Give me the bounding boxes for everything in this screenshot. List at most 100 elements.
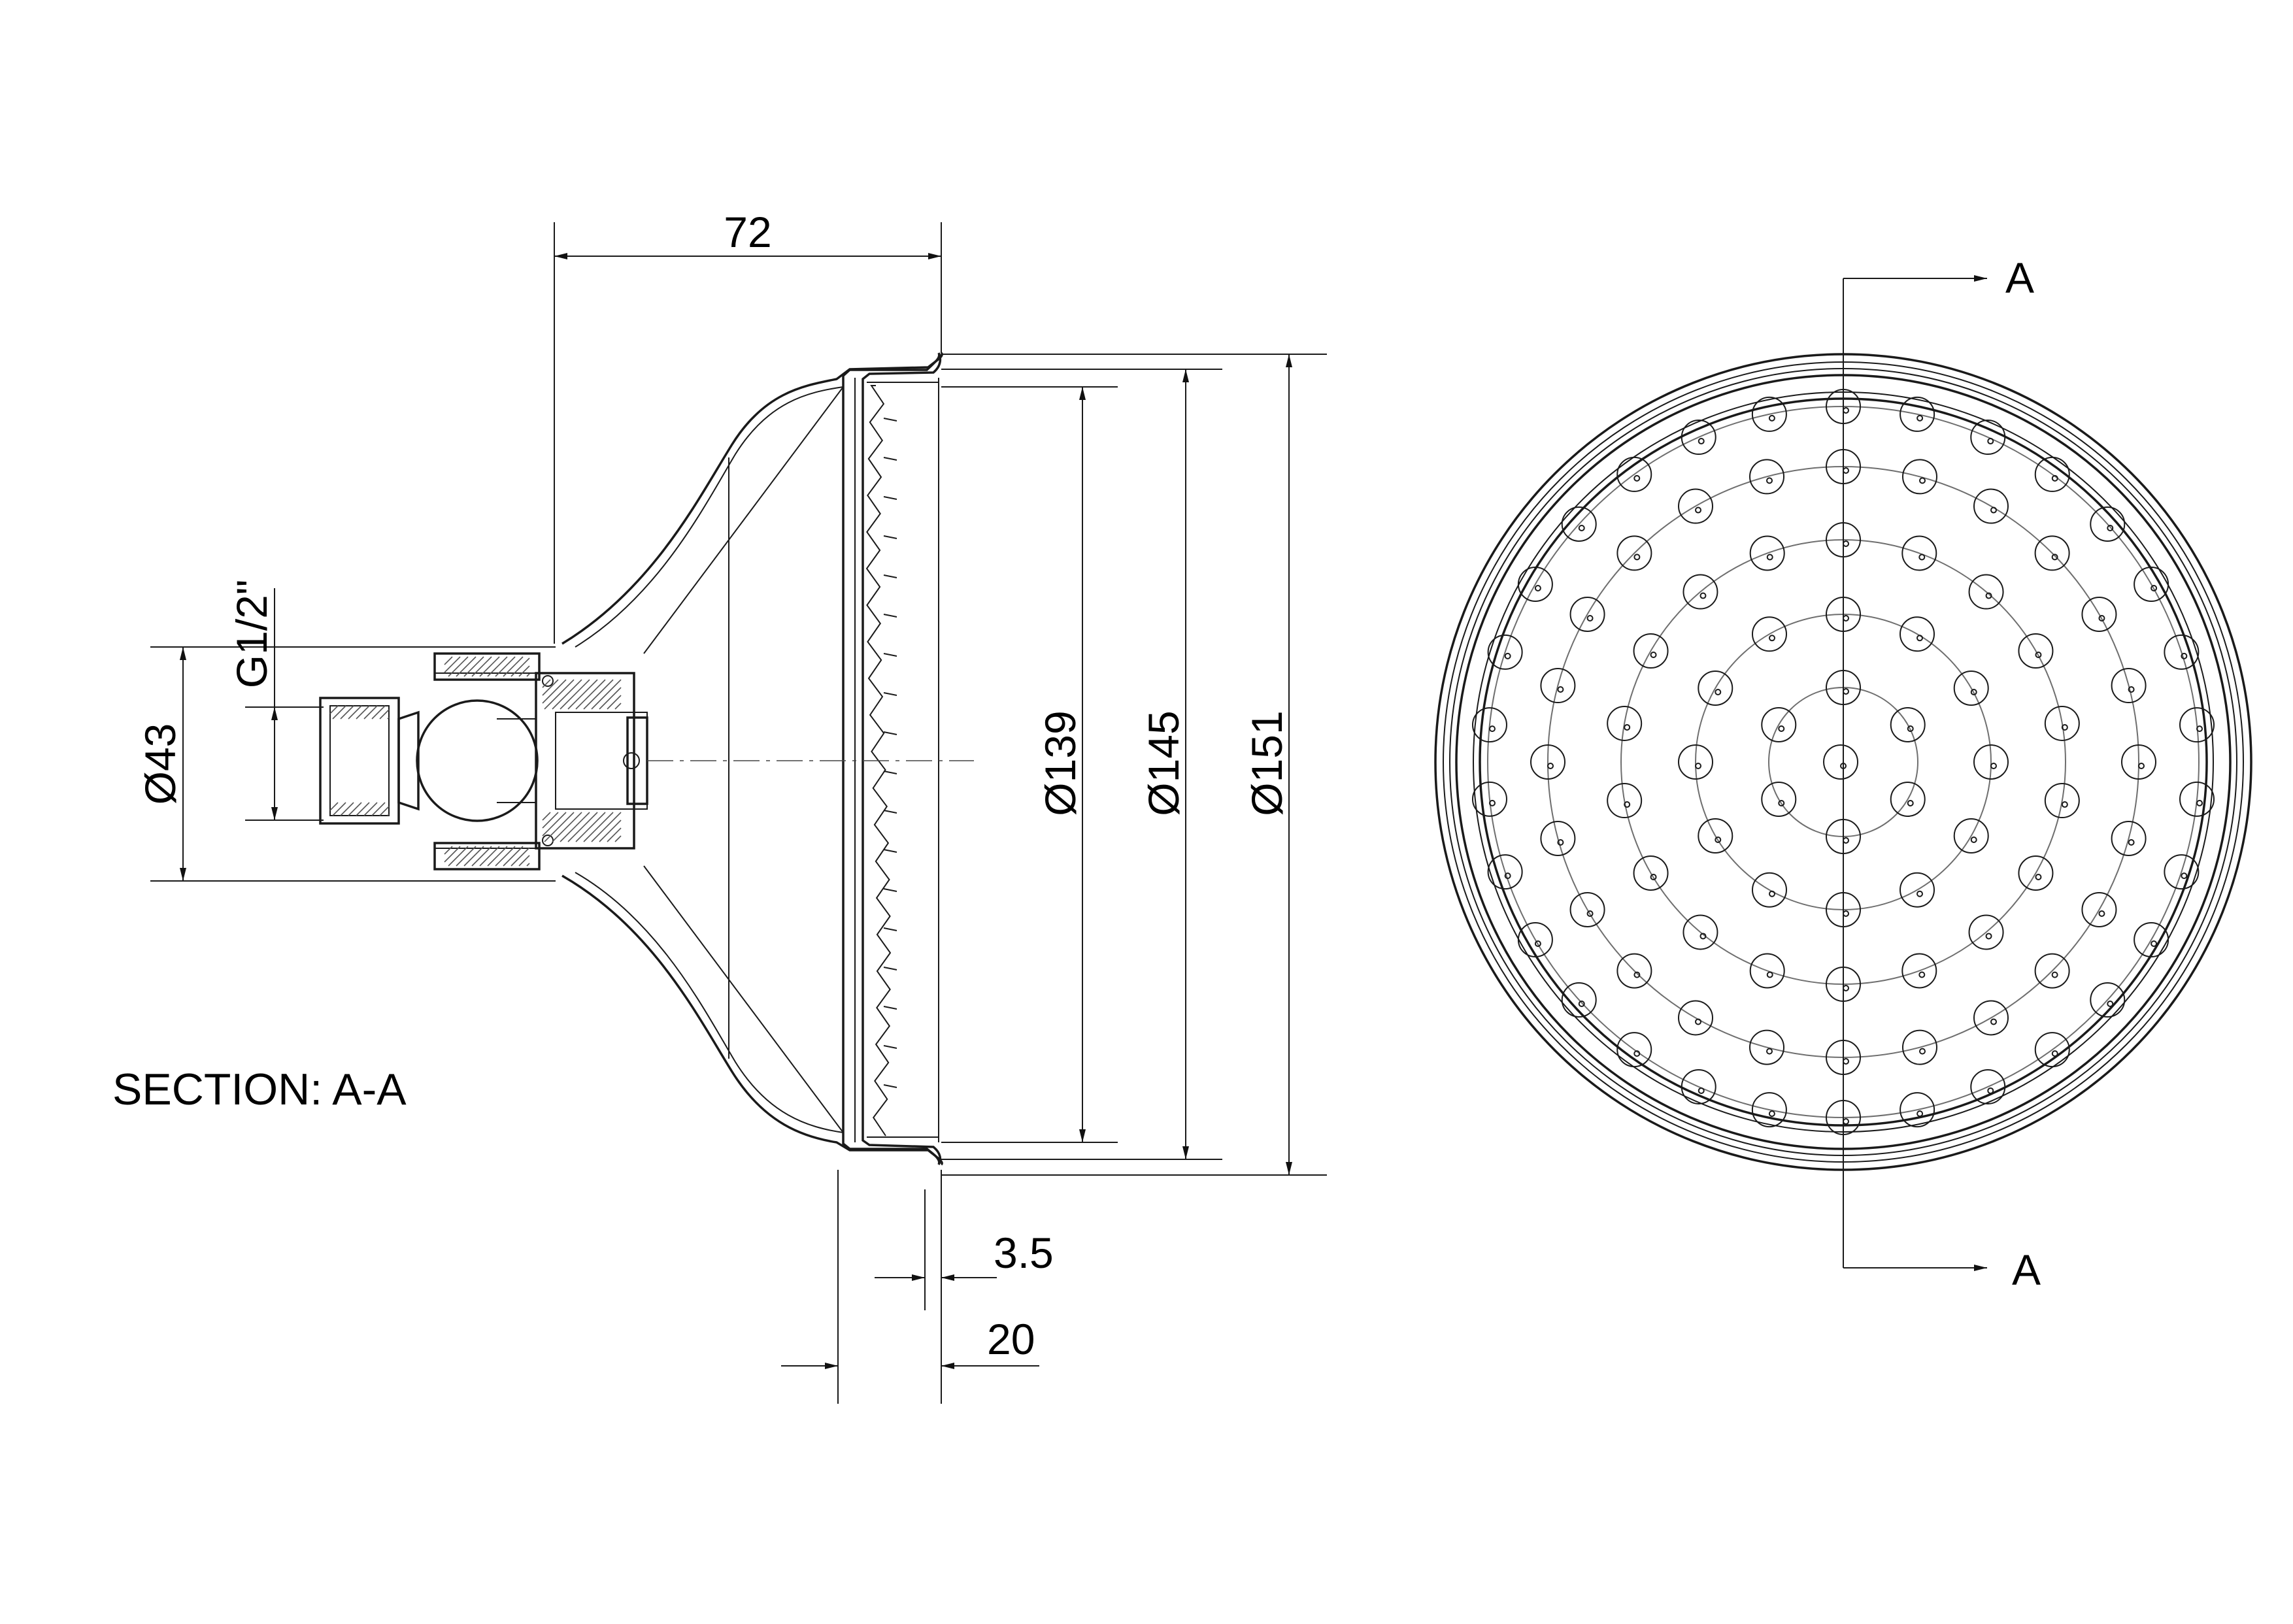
- nozzle-hole: [1557, 686, 1564, 693]
- nozzle-hole: [2035, 874, 2042, 880]
- nozzle-tick: [883, 1084, 897, 1088]
- nozzle: [1900, 396, 1935, 432]
- nozzle-hole: [1578, 1001, 1585, 1008]
- nozzle-outline: [2044, 783, 2080, 819]
- nozzle: [2164, 854, 2200, 890]
- nozzle-hole: [1990, 763, 1997, 769]
- hatch-line: [487, 846, 508, 867]
- nozzle-hole: [1843, 1118, 1849, 1125]
- section-view: 72 Ø43 G1/2" Ø139 Ø145 Ø151 3.5: [112, 208, 1327, 1404]
- nozzle: [1890, 782, 1926, 817]
- nozzle: [1823, 744, 1858, 780]
- face-view: A A: [1434, 254, 2252, 1294]
- nozzle-outline: [2111, 668, 2147, 704]
- nozzle: [1900, 872, 1935, 908]
- nozzle-hole: [1624, 801, 1631, 808]
- nozzle-hole: [2196, 799, 2203, 806]
- hatch-line: [614, 835, 622, 842]
- nozzle-hole: [2098, 615, 2105, 621]
- nozzle-hole: [1699, 592, 1707, 599]
- hatch-line: [463, 846, 484, 867]
- nozzle-hole: [1907, 725, 1914, 732]
- nozzle-tick: [883, 1006, 897, 1010]
- hatch-line: [363, 705, 378, 720]
- nozzle-hole: [1843, 688, 1849, 695]
- nozzle: [2179, 707, 2215, 743]
- hatch-line: [444, 656, 453, 665]
- nozzle-hole: [2151, 940, 2158, 947]
- hatch-line: [329, 802, 339, 811]
- nozzle-outline: [1633, 855, 1669, 891]
- hatch-line: [544, 812, 575, 842]
- hatch-line: [487, 656, 508, 677]
- nozzle-hole: [2061, 723, 2068, 731]
- nozzle-tick: [883, 653, 897, 657]
- nozzle: [1752, 616, 1787, 652]
- nozzle-hole: [1547, 763, 1554, 769]
- nozzle: [1561, 982, 1597, 1018]
- nozzle-outline: [1968, 574, 2004, 610]
- section-title: SECTION: A-A: [112, 1065, 407, 1114]
- nozzle: [2034, 953, 2070, 989]
- nozzle: [1678, 1000, 1713, 1036]
- nozzle-outline: [1901, 953, 1937, 989]
- nozzle-outline: [1749, 459, 1785, 495]
- nozzle: [1682, 914, 1718, 950]
- nozzle-hole: [2128, 686, 2135, 693]
- nozzle-hole: [1578, 524, 1585, 531]
- nozzle: [1487, 634, 1523, 670]
- hatch-line: [479, 846, 500, 867]
- section-hatching: [329, 656, 622, 867]
- hatch-line: [363, 802, 378, 816]
- nozzle: [1471, 781, 1507, 817]
- pin-hole: [623, 752, 640, 769]
- nozzle-hole: [1504, 872, 1511, 880]
- nozzle-outline: [1471, 781, 1507, 817]
- nozzle-outline: [1970, 420, 2006, 456]
- hatch-line: [542, 679, 551, 688]
- nozzle-outline: [1681, 420, 1716, 456]
- nozzle-outline: [1561, 982, 1597, 1018]
- nozzle-outline: [1540, 820, 1576, 856]
- nozzle-outline: [1890, 782, 1926, 817]
- hatch-line: [379, 709, 390, 720]
- nozzle-tick: [883, 771, 897, 774]
- nozzle: [1530, 744, 1565, 780]
- nozzle-outline: [1698, 818, 1733, 853]
- hatch-line: [583, 812, 614, 842]
- hatch-line: [542, 812, 551, 821]
- inlet-collar: [397, 710, 420, 811]
- nozzle: [1616, 953, 1652, 989]
- nozzle-hole: [1586, 615, 1594, 621]
- nozzle-outline: [1968, 914, 2004, 950]
- nozzle-tick: [883, 457, 897, 461]
- nozzle-tick: [883, 418, 897, 422]
- nozzle-outline: [1900, 872, 1935, 908]
- nozzle-hole: [1987, 438, 1994, 445]
- threaded-body: [535, 672, 635, 850]
- nozzle-hole: [1695, 506, 1701, 514]
- nozzle: [1749, 1029, 1785, 1065]
- hatch-line: [479, 656, 500, 677]
- nozzle: [2164, 634, 2200, 670]
- nozzle-hole: [1769, 890, 1775, 897]
- nozzle: [2018, 855, 2054, 891]
- nozzle-hole: [2196, 725, 2203, 733]
- nozzle: [1752, 872, 1787, 908]
- hatch-line: [348, 802, 362, 816]
- nozzle-outline: [1487, 854, 1523, 890]
- hatch-line: [456, 656, 477, 677]
- nozzle-hole: [1843, 407, 1849, 414]
- nozzle-outline: [1569, 597, 1605, 632]
- nozzle: [2111, 820, 2147, 856]
- nozzle-outline: [1678, 744, 1713, 780]
- nozzle: [2121, 744, 2156, 780]
- bell-inner-outline: [575, 386, 844, 1133]
- nozzle-outline: [2018, 855, 2054, 891]
- nozzle: [2081, 892, 2117, 927]
- nozzle-hole: [1918, 554, 1926, 561]
- nozzle: [1698, 671, 1733, 706]
- nozzle-outline: [1752, 872, 1787, 908]
- cone-line-bottom: [643, 865, 844, 1133]
